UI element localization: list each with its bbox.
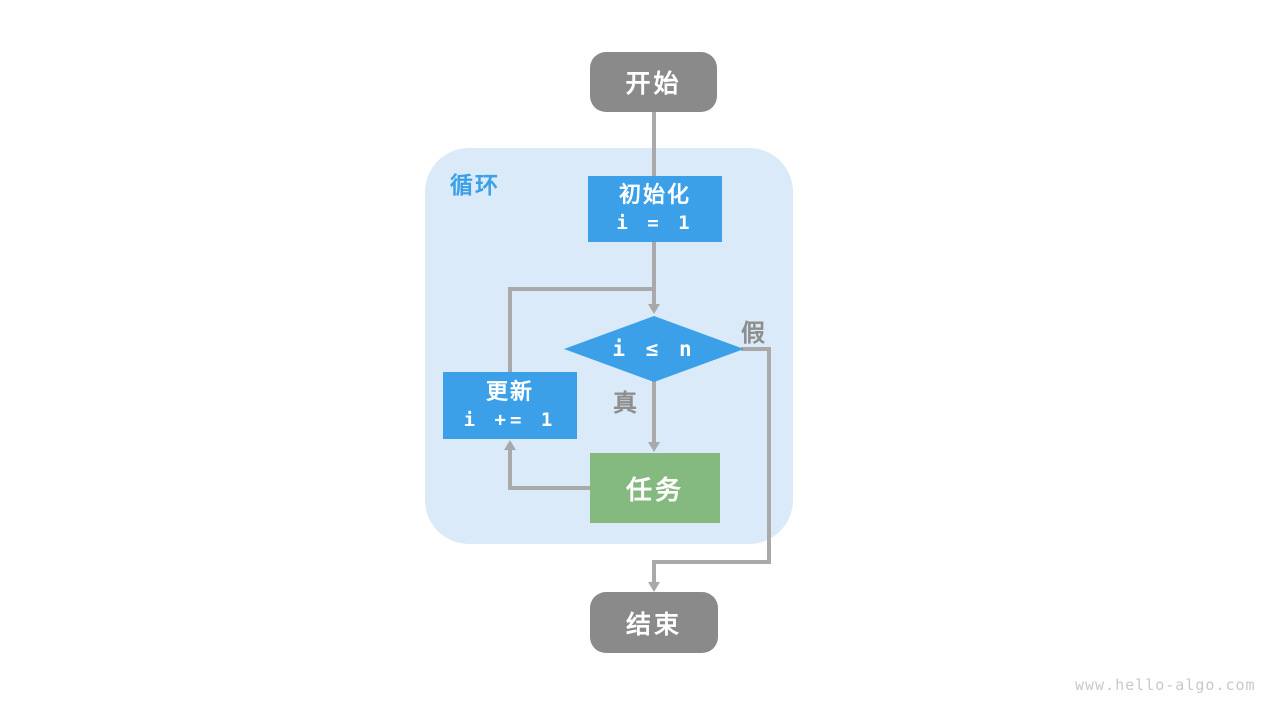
node-condition-label: i ≤ n xyxy=(612,337,696,361)
node-update: 更新 i += 1 xyxy=(443,372,577,439)
edge-false-vertical-right xyxy=(767,347,771,564)
edge-update-loopback-horizontal xyxy=(508,287,656,291)
watermark: www.hello-algo.com xyxy=(1075,676,1256,694)
node-task: 任务 xyxy=(590,453,720,523)
node-update-code: i += 1 xyxy=(463,408,557,431)
edge-task-to-update-horizontal xyxy=(508,486,592,490)
node-end-label: 结束 xyxy=(625,610,682,639)
arrowhead-into-update xyxy=(504,440,516,450)
edge-into-end-vertical xyxy=(652,560,656,584)
edge-false-horizontal-bottom xyxy=(652,560,771,564)
node-start: 开始 xyxy=(590,52,717,112)
node-init-code: i = 1 xyxy=(616,212,694,234)
arrowhead-into-end xyxy=(648,582,660,592)
edge-init-to-condition xyxy=(652,242,656,306)
edge-update-loopback-vertical xyxy=(508,287,512,372)
node-end: 结束 xyxy=(590,592,718,653)
edge-task-to-update-vertical xyxy=(508,448,512,490)
edge-start-to-init xyxy=(652,110,656,178)
node-init-title: 初始化 xyxy=(618,182,691,208)
arrowhead-into-condition xyxy=(648,304,660,314)
false-branch-label: 假 xyxy=(741,320,765,347)
node-task-label: 任务 xyxy=(625,474,684,505)
edge-false-horizontal-top xyxy=(741,347,770,351)
edge-condition-to-task xyxy=(652,380,656,443)
loop-region-label: 循环 xyxy=(450,172,500,198)
node-condition: i ≤ n xyxy=(564,316,744,382)
arrowhead-into-task xyxy=(648,442,660,452)
node-start-label: 开始 xyxy=(625,70,682,98)
node-update-title: 更新 xyxy=(485,378,534,404)
node-init: 初始化 i = 1 xyxy=(588,176,722,242)
true-branch-label: 真 xyxy=(613,390,637,417)
